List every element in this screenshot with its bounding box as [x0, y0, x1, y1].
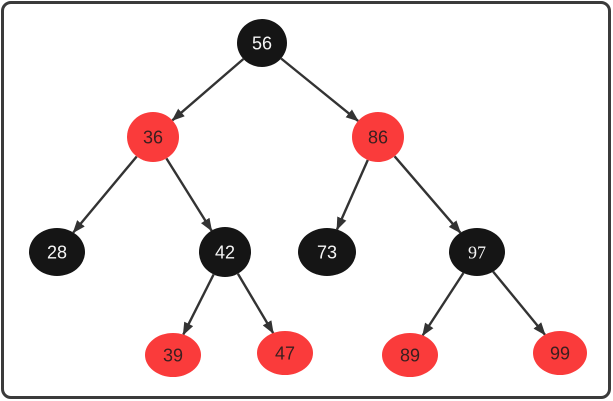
- node-value-label: 47: [275, 343, 295, 363]
- node-circle: [199, 227, 251, 277]
- edge-56-86: [280, 57, 359, 122]
- edge-86-97: [393, 155, 462, 234]
- tree-node-89: 89: [382, 333, 438, 377]
- node-value-label: 28: [47, 242, 67, 262]
- node-circle: [29, 228, 85, 276]
- node-value-label: 99: [550, 343, 570, 363]
- edge-97-99: [492, 270, 546, 336]
- node-circle: [382, 333, 438, 377]
- tree-node-42: 42: [199, 227, 251, 277]
- node-value-label: 56: [252, 33, 272, 53]
- tree-node-28: 28: [29, 228, 85, 276]
- tree-node-97: 97: [449, 228, 505, 276]
- tree-node-39: 39: [145, 333, 201, 377]
- node-circle: [449, 228, 505, 276]
- node-circle: [257, 331, 313, 375]
- edge-42-47: [236, 273, 275, 334]
- edge-36-28: [72, 155, 138, 234]
- tree-node-73: 73: [298, 228, 356, 276]
- node-circle: [352, 112, 404, 162]
- node-circle: [127, 112, 179, 162]
- tree-node-47: 47: [257, 331, 313, 375]
- node-value-label: 42: [215, 242, 235, 262]
- node-value-label: 39: [163, 345, 183, 365]
- node-value-label: 89: [400, 345, 420, 365]
- tree-node-86: 86: [352, 112, 404, 162]
- node-circle: [533, 331, 587, 375]
- edge-56-36: [171, 58, 245, 122]
- node-circle: [237, 19, 287, 67]
- edge-36-42: [165, 157, 213, 232]
- tree-node-36: 36: [127, 112, 179, 162]
- node-value-label: 36: [143, 127, 163, 147]
- nodes-layer: 56 36 86 28 42 73 97 39 47 89 99: [29, 19, 587, 377]
- node-circle: [145, 333, 201, 377]
- tree-node-56: 56: [237, 19, 287, 67]
- edge-86-73: [335, 159, 369, 231]
- node-value-label: 86: [368, 127, 388, 147]
- edges-layer: [72, 57, 546, 337]
- node-value-label: 97: [468, 242, 486, 262]
- tree-node-99: 99: [533, 331, 587, 375]
- node-circle: [298, 228, 356, 276]
- edge-97-89: [421, 272, 465, 337]
- node-value-label: 73: [317, 242, 337, 262]
- edge-42-39: [182, 273, 215, 336]
